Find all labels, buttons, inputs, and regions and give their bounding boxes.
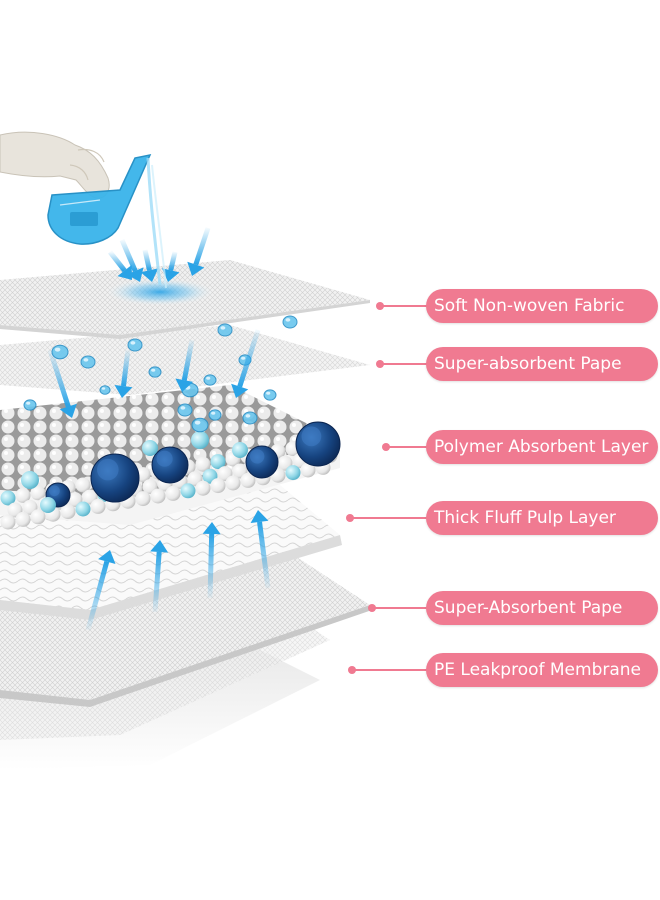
- bead: [30, 509, 46, 525]
- bead: [135, 491, 151, 507]
- beaker-icon: [47, 153, 167, 289]
- polymer-bead: [245, 445, 279, 479]
- droplet-shine: [285, 318, 291, 322]
- droplet-shine: [266, 391, 271, 395]
- droplet: [203, 374, 217, 386]
- leader-dot: [376, 302, 384, 310]
- droplet-shine: [54, 347, 61, 352]
- leader-dot: [382, 443, 390, 451]
- label-polymer-absorbent-layer: Polymer Absorbent Layer: [426, 430, 658, 464]
- bead: [75, 501, 91, 517]
- label-pe-leakproof-membrane: PE Leakproof Membrane: [426, 653, 658, 687]
- bead: [285, 465, 301, 481]
- droplet: [80, 355, 96, 369]
- down-arrow-icon: [108, 250, 132, 280]
- droplet-shine: [101, 387, 106, 390]
- down-arrow-icon: [231, 329, 261, 398]
- label-soft-non-woven-fabric: Soft Non-woven Fabric: [426, 289, 658, 323]
- down-arrow-icon: [47, 349, 77, 418]
- droplet-shine: [83, 358, 89, 362]
- droplet-shine: [220, 326, 226, 330]
- layer-soft-non-woven-fabric: [0, 260, 370, 339]
- droplet: [99, 385, 111, 395]
- bead: [150, 488, 166, 504]
- bead: [0, 490, 16, 506]
- up-arrows: [85, 510, 271, 631]
- light-bead: [191, 431, 209, 449]
- bead-highlight: [301, 426, 322, 447]
- bead: [0, 514, 16, 530]
- droplet: [177, 403, 193, 417]
- bead: [210, 454, 226, 470]
- label-super-absorbent-paper-bottom: Super-Absorbent Pape: [426, 591, 658, 625]
- bead: [195, 480, 211, 496]
- label-thick-fluff-pulp-layer: Thick Fluff Pulp Layer: [426, 501, 658, 535]
- droplet: [242, 411, 258, 425]
- droplet-shine: [241, 356, 246, 360]
- bead-highlight: [156, 450, 173, 467]
- droplet-shine: [26, 401, 31, 405]
- bead: [15, 511, 31, 527]
- label-leaders: [346, 302, 428, 674]
- label-super-absorbent-paper-top: Super-absorbent Pape: [426, 347, 658, 381]
- bead: [30, 485, 46, 501]
- bead: [195, 456, 211, 472]
- bead: [15, 487, 31, 503]
- light-bead: [142, 440, 158, 456]
- droplet: [208, 409, 222, 421]
- leader-dot: [376, 360, 384, 368]
- bead: [210, 478, 226, 494]
- droplet: [127, 338, 143, 352]
- leader-dot: [368, 604, 376, 612]
- droplet: [282, 315, 298, 329]
- down-arrow-icon: [114, 349, 133, 398]
- bead-highlight: [97, 458, 119, 481]
- leader-dot: [348, 666, 356, 674]
- light-bead: [40, 497, 56, 513]
- polymer-bead: [151, 446, 189, 484]
- down-arrows: [47, 227, 261, 418]
- leader-dot: [346, 514, 354, 522]
- bead: [90, 498, 106, 514]
- up-arrow-icon: [202, 522, 221, 599]
- down-arrow-icon: [140, 249, 159, 282]
- bead: [165, 485, 181, 501]
- down-arrow-icon: [161, 251, 180, 282]
- bead: [180, 483, 196, 499]
- polymer-bead: [295, 421, 341, 467]
- droplet-shine: [211, 411, 216, 415]
- up-arrow-icon: [150, 540, 169, 613]
- droplet-shine: [151, 368, 156, 372]
- droplet-shine: [206, 376, 211, 380]
- droplet: [191, 417, 209, 433]
- up-arrow-icon: [250, 510, 271, 589]
- light-bead: [21, 471, 39, 489]
- bead: [225, 475, 241, 491]
- layer-super-absorbent-paper-top: [0, 325, 370, 395]
- light-bead: [232, 442, 248, 458]
- down-arrow-icon: [175, 339, 195, 392]
- bead: [75, 477, 91, 493]
- droplet-shine: [130, 341, 136, 345]
- bead: [300, 462, 316, 478]
- gloved-hand-icon: [0, 131, 110, 199]
- bead-highlight: [250, 449, 265, 464]
- down-arrow-icon: [119, 239, 144, 282]
- droplet-shine: [180, 406, 186, 410]
- droplet: [148, 366, 162, 378]
- up-arrow-icon: [85, 550, 116, 631]
- bead: [240, 472, 256, 488]
- droplet-shine: [245, 414, 251, 418]
- bead-highlight: [49, 485, 60, 497]
- droplet: [217, 323, 233, 337]
- bead: [60, 504, 76, 520]
- droplet: [263, 389, 277, 401]
- droplet-shine: [194, 420, 201, 425]
- down-arrow-icon: [187, 227, 211, 276]
- polymer-bead: [90, 453, 140, 503]
- droplet: [23, 399, 37, 411]
- polymer-bead-clusters: [21, 421, 341, 513]
